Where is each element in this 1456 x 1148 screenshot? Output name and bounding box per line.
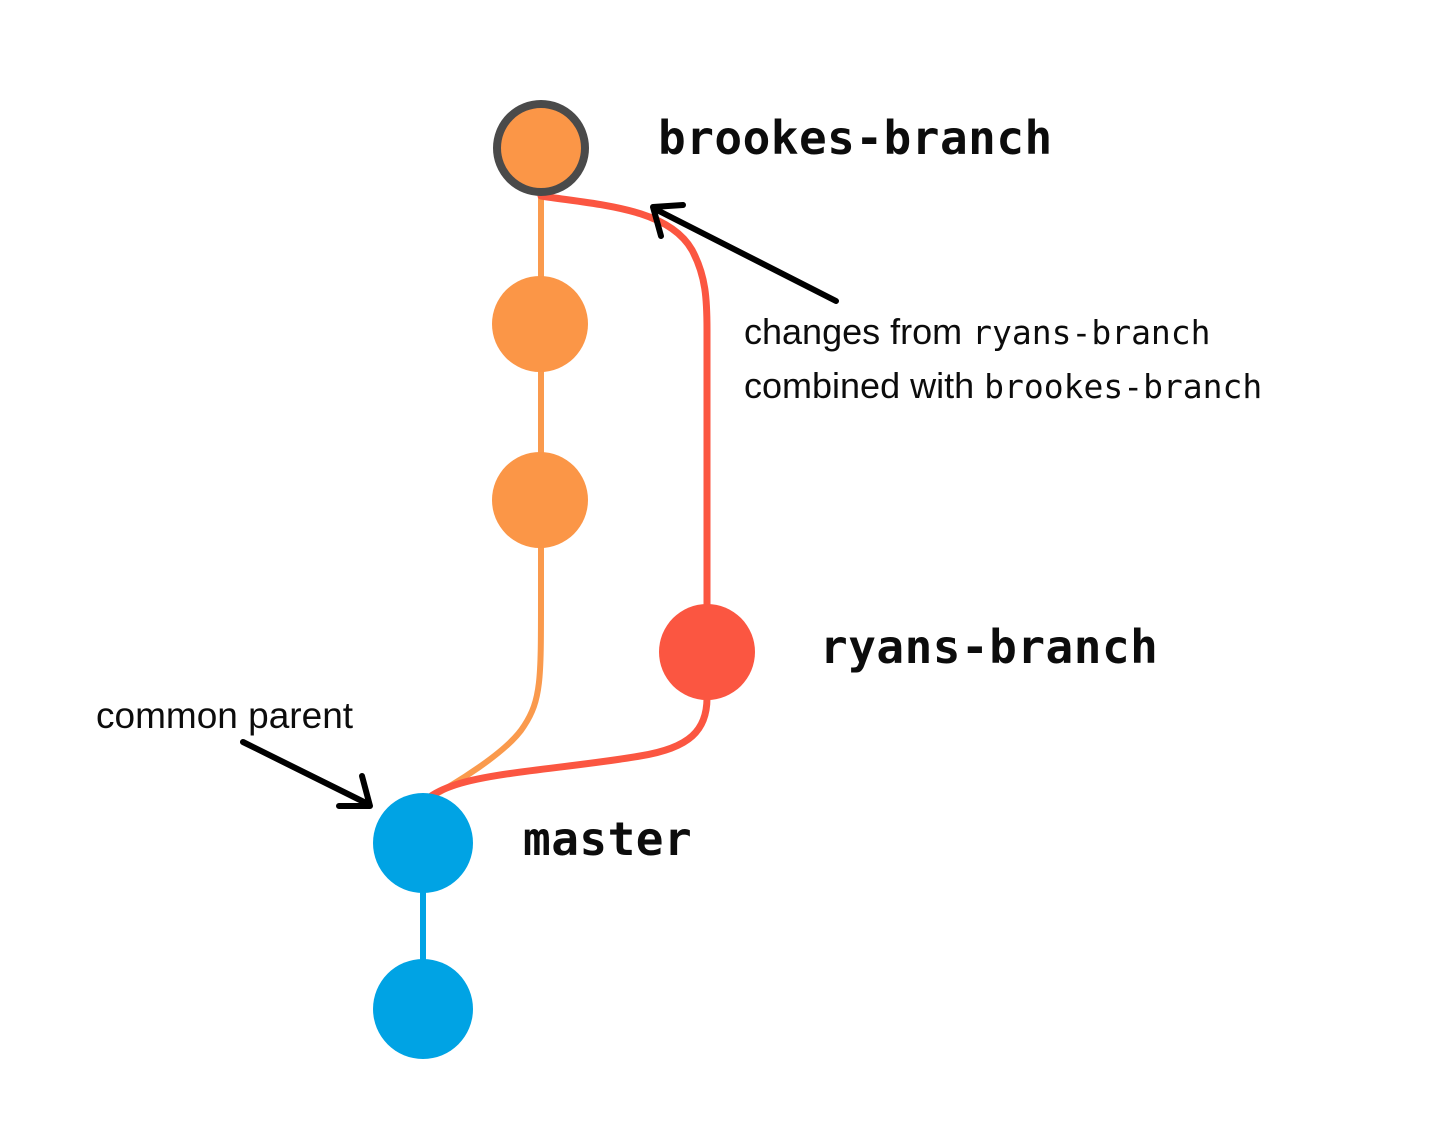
merge-annotation-line-1-prefix: changes from [744, 311, 973, 352]
brookes-branch-commit-1[interactable] [492, 452, 588, 548]
ryans-branch-commit[interactable] [659, 604, 755, 700]
brookes-branch-commit-2[interactable] [492, 276, 588, 372]
branch-label-brookes-branch: brookes-branch [658, 111, 1053, 165]
merge-annotation-arrow [650, 202, 839, 304]
red-merge-line-upper [537, 192, 711, 612]
branch-label-ryans-branch: ryans-branch [820, 620, 1159, 674]
merge-annotation-line-1: changes from ryans-branch [744, 305, 1262, 359]
merge-annotation-line-2-prefix: combined with [744, 365, 985, 406]
callout-merge-annotation: changes from ryans-branch combined with … [744, 305, 1262, 413]
master-commit[interactable] [373, 959, 473, 1059]
common-parent-arrow [240, 739, 373, 809]
merge-annotation-line-1-code: ryans-branch [972, 313, 1211, 352]
merge-annotation-line-2-code: brookes-branch [984, 367, 1263, 406]
merge-annotation-line-2: combined with brookes-branch [744, 359, 1262, 413]
branch-label-master: master [523, 812, 693, 866]
brookes-branch-head-commit[interactable] [493, 100, 589, 196]
master-common-parent-commit[interactable] [373, 793, 473, 893]
callout-label-common-parent: common parent [96, 695, 354, 736]
red-merge-line-lower [421, 694, 711, 805]
